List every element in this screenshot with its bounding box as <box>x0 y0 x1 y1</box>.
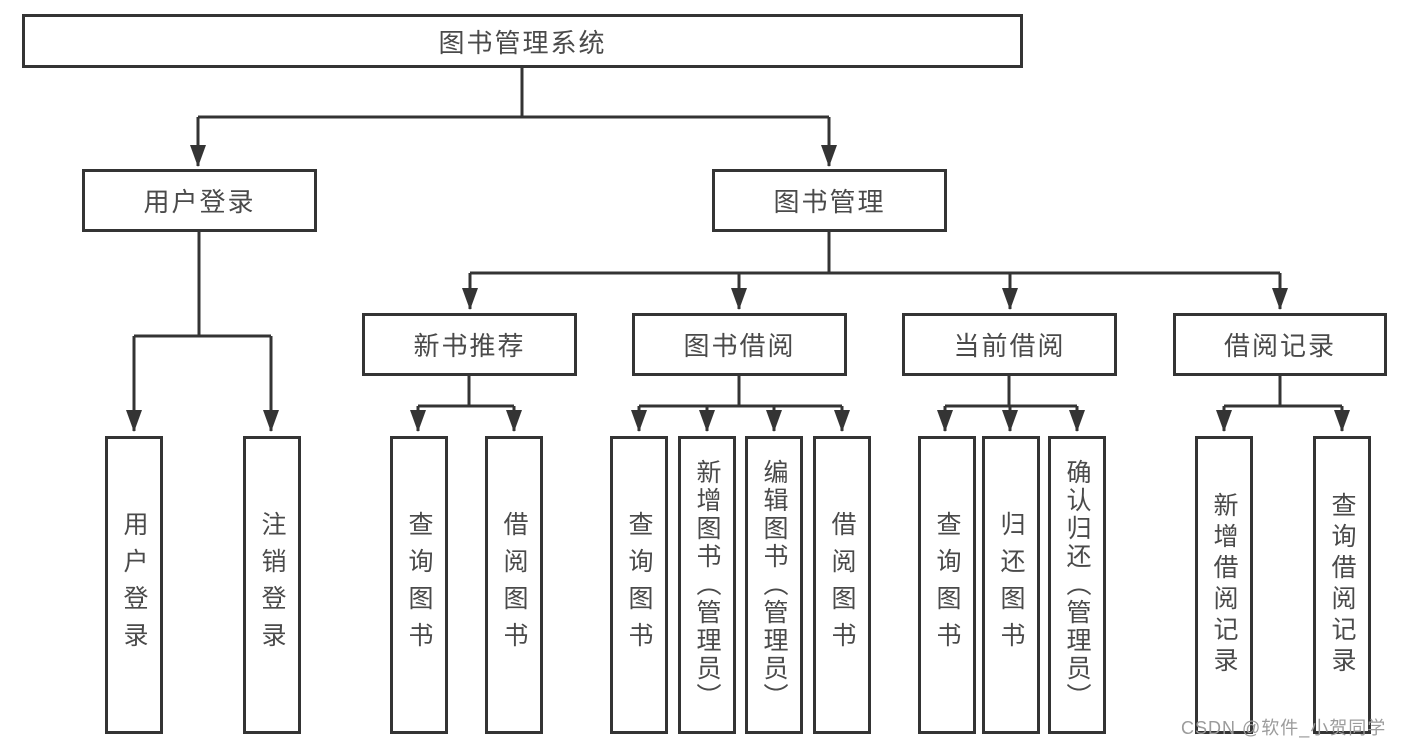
connector-book-borrow <box>631 375 850 432</box>
leaf-add-borrow-record: 新增借阅记录 <box>1195 436 1253 734</box>
leaf-return-book-label: 归还图书 <box>997 511 1025 659</box>
node-borrow-records: 借阅记录 <box>1173 313 1387 376</box>
leaf-search-books-borrow: 查询图书 <box>610 436 668 734</box>
leaf-borrow-books-label: 借阅图书 <box>828 511 856 659</box>
node-book-management: 图书管理 <box>712 169 947 232</box>
node-book-borrow: 图书借阅 <box>632 313 847 376</box>
node-new-book-recommend: 新书推荐 <box>362 313 577 376</box>
leaf-search-borrow-record: 查询借阅记录 <box>1313 436 1371 734</box>
leaf-borrow-books: 借阅图书 <box>813 436 871 734</box>
node-book-management-label: 图书管理 <box>773 187 886 217</box>
leaf-edit-book-admin-label: 编辑图书（管理员） <box>760 459 788 711</box>
leaf-search-books-current: 查询图书 <box>918 436 976 734</box>
leaf-borrow-books-recommend: 借阅图书 <box>485 436 543 734</box>
connector-user-login <box>126 232 279 432</box>
node-borrow-records-label: 借阅记录 <box>1223 331 1336 361</box>
leaf-search-books-borrow-label: 查询图书 <box>625 511 653 659</box>
leaf-edit-book-admin: 编辑图书（管理员） <box>745 436 803 734</box>
node-book-borrow-label: 图书借阅 <box>683 331 796 361</box>
leaf-borrow-books-recommend-label: 借阅图书 <box>500 511 528 659</box>
leaf-confirm-return-admin: 确认归还（管理员） <box>1048 436 1106 734</box>
leaf-search-borrow-record-label: 查询借阅记录 <box>1328 492 1356 678</box>
leaf-user-login-label: 用户登录 <box>120 511 148 659</box>
watermark: CSDN @软件_小贺同学 <box>1181 718 1387 738</box>
node-user-login: 用户登录 <box>82 169 317 232</box>
connector-new-book-recommend <box>410 375 522 432</box>
connector-current-borrow <box>937 375 1085 432</box>
leaf-add-borrow-record-label: 新增借阅记录 <box>1210 492 1238 678</box>
connector-book-management <box>462 232 1288 310</box>
leaf-confirm-return-admin-label: 确认归还（管理员） <box>1063 459 1091 711</box>
node-current-borrow: 当前借阅 <box>902 313 1117 376</box>
node-current-borrow-label: 当前借阅 <box>953 331 1066 361</box>
leaf-add-book-admin-label: 新增图书（管理员） <box>693 459 721 711</box>
node-user-login-label: 用户登录 <box>143 187 256 217</box>
leaf-search-books-recommend: 查询图书 <box>390 436 448 734</box>
leaf-search-books-recommend-label: 查询图书 <box>405 511 433 659</box>
connector-borrow-records <box>1216 375 1350 432</box>
node-new-book-recommend-label: 新书推荐 <box>413 331 526 361</box>
node-root: 图书管理系统 <box>22 14 1023 68</box>
leaf-return-book: 归还图书 <box>982 436 1040 734</box>
leaf-logout-label: 注销登录 <box>258 511 286 659</box>
leaf-search-books-current-label: 查询图书 <box>933 511 961 659</box>
leaf-user-login: 用户登录 <box>105 436 163 734</box>
connector-root <box>190 68 837 167</box>
node-root-label: 图书管理系统 <box>438 27 607 58</box>
leaf-add-book-admin: 新增图书（管理员） <box>678 436 736 734</box>
leaf-logout: 注销登录 <box>243 436 301 734</box>
